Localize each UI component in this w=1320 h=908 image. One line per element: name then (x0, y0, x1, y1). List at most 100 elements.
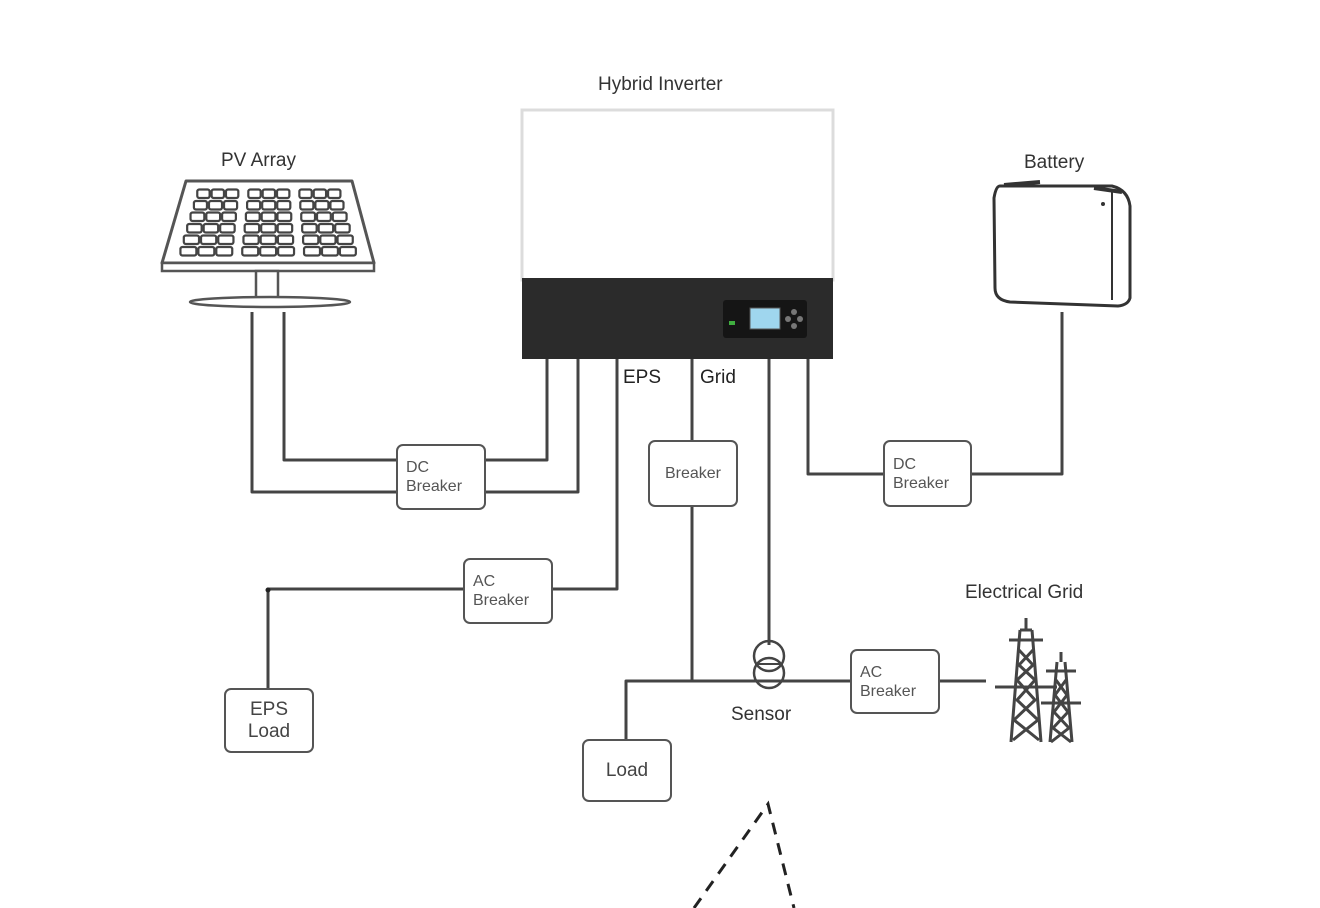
pv-cell (246, 199, 262, 211)
eps-port-label: EPS (623, 367, 662, 388)
eps-load-line2: Load (247, 720, 291, 742)
inverter-icon (520, 108, 835, 359)
wire-pv-negative (250, 312, 398, 494)
wire-eps-load (266, 587, 465, 690)
pv-cell (210, 188, 226, 200)
pv-cell (334, 222, 351, 234)
pv-cell (222, 199, 239, 211)
pv-cell (302, 245, 322, 257)
pv-cell (219, 222, 236, 234)
dc-breaker-pv-line1: DC (406, 459, 430, 476)
pv-cell (205, 211, 222, 223)
pv-cell (207, 199, 224, 211)
dc-breaker-battery: DC Breaker (883, 440, 972, 507)
load-label: Load (605, 759, 649, 781)
pv-cell (196, 188, 211, 200)
pv-cell (299, 199, 315, 211)
pv-cell (259, 234, 277, 246)
pv-cell (202, 222, 220, 234)
wire-pv-positive (282, 312, 398, 462)
pv-cell (329, 199, 345, 211)
grid-breaker: Breaker (648, 440, 738, 507)
wire-eps (552, 358, 619, 591)
pv-cell (189, 211, 206, 223)
wires (250, 312, 1064, 740)
pv-cell (312, 188, 328, 200)
solar-panel-icon (160, 179, 376, 309)
inverter-keypad (785, 309, 803, 329)
ac-breaker-grid-line1: AC (860, 663, 883, 681)
pv-cell (338, 245, 357, 257)
ac-breaker-grid: AC Breaker (850, 649, 940, 714)
electrical-grid-label: Electrical Grid (965, 582, 1084, 603)
pv-cell (261, 199, 277, 211)
pv-cell (199, 234, 218, 246)
pv-cell (247, 188, 262, 200)
pv-cell (320, 245, 340, 257)
wireless-link-dashed (692, 800, 796, 908)
pv-cell (179, 245, 198, 257)
ac-breaker-eps-line2: Breaker (473, 592, 530, 609)
pv-array-label: PV Array (221, 150, 296, 171)
grid-port-label: Grid (700, 367, 736, 388)
pv-cell (301, 222, 318, 234)
ac-breaker-eps: AC Breaker (463, 558, 553, 624)
pv-cell (275, 188, 291, 200)
pv-cell (336, 234, 354, 246)
wire-dc-inverter-1 (485, 358, 549, 462)
pv-cell (197, 245, 216, 257)
pv-cell (276, 211, 293, 223)
inverter-screen (749, 307, 781, 330)
junction-dot (265, 587, 271, 593)
battery-icon (992, 180, 1132, 308)
pv-cell (182, 234, 201, 246)
wire-dc-inverter-2 (485, 358, 580, 494)
pv-cell (224, 188, 240, 200)
wire-bus (624, 679, 852, 740)
pv-cell (319, 234, 337, 246)
pv-cell (259, 245, 278, 257)
pv-cell (186, 222, 203, 234)
ac-breaker-grid-line2: Breaker (860, 682, 917, 700)
dc-breaker-battery-line2: Breaker (893, 474, 950, 492)
pv-cell (276, 234, 295, 246)
ac-breaker-eps-line1: AC (473, 573, 496, 590)
eps-load-line1: EPS (249, 698, 289, 720)
pv-cell (302, 234, 320, 246)
pv-cell (317, 222, 335, 234)
pv-cell (260, 211, 277, 223)
pv-cell (261, 188, 277, 200)
pv-cell (300, 211, 317, 223)
grid-breaker-label: Breaker (664, 465, 722, 482)
pv-cell (298, 188, 313, 200)
pv-cell (315, 211, 332, 223)
load-box: Load (582, 739, 672, 802)
pv-cell (326, 188, 342, 200)
pv-cell (260, 222, 277, 234)
battery-label: Battery (1024, 152, 1085, 173)
inverter-title: Hybrid Inverter (598, 74, 723, 95)
pv-cell (241, 245, 260, 257)
pv-cell (215, 245, 234, 257)
pv-cell (221, 211, 237, 223)
dc-breaker-pv: DC Breaker (396, 444, 486, 510)
eps-load-box: EPS Load (224, 688, 314, 753)
pv-cell (192, 199, 209, 211)
pv-cell (243, 222, 261, 234)
dc-breaker-battery-line1: DC (893, 455, 917, 473)
pv-cell (277, 245, 296, 257)
sensor-icon (752, 639, 786, 690)
wire-breaker-battery (970, 312, 1064, 476)
sensor-label: Sensor (731, 704, 792, 725)
wire-inverter-battery-breaker (806, 358, 884, 476)
pv-cell (217, 234, 235, 246)
pv-cell (242, 234, 260, 246)
dc-breaker-pv-line2: Breaker (406, 478, 463, 495)
pv-cell (331, 211, 348, 223)
pv-cell (314, 199, 330, 211)
pv-cell (276, 199, 292, 211)
pv-cell (244, 211, 261, 223)
power-tower-icon (995, 618, 1081, 744)
pv-cell (276, 222, 294, 234)
